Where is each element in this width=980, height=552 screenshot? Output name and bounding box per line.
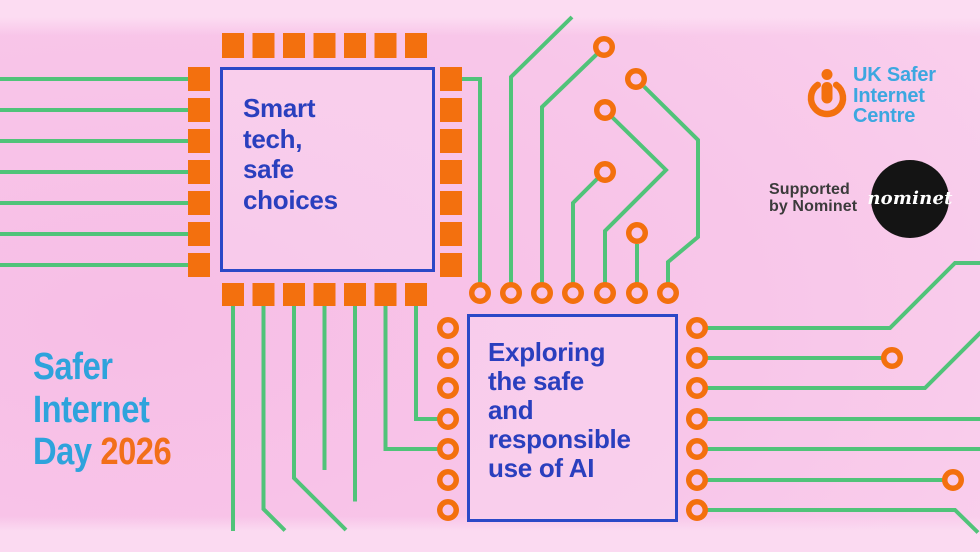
- chip-text-line: choices: [243, 184, 338, 215]
- nominet-logo: nominet: [867, 160, 952, 238]
- event-title-line1: Safer: [33, 346, 113, 388]
- chip-text-line: tech,: [243, 123, 303, 154]
- circuit-via-circles-icon: [437, 36, 964, 521]
- chip-smart-tech: Smart tech, safe choices: [220, 67, 435, 272]
- chip-ai-theme-text: Exploring the safe and responsible use o…: [470, 317, 675, 483]
- event-title-line3: Day 2026: [33, 431, 172, 474]
- uksic-logo-text: UK Safer Internet Centre: [853, 65, 936, 127]
- chip-text-line: Smart: [243, 93, 316, 123]
- event-title-day: Day: [33, 431, 92, 473]
- event-title: Safer Internet Day 2026: [33, 346, 172, 474]
- event-year: 2026: [100, 431, 172, 473]
- uksic-text-line: Internet: [853, 84, 925, 107]
- chip-ai-theme: Exploring the safe and responsible use o…: [467, 314, 678, 522]
- power-person-icon: [807, 69, 847, 118]
- chip-text-line: the safe: [488, 366, 584, 396]
- uksic-text-line: Centre: [853, 105, 916, 127]
- uksic-text-line: UK Safer: [853, 64, 936, 86]
- event-title-line2: Internet: [33, 388, 150, 431]
- chip-text-line: use of AI: [488, 453, 595, 483]
- uksic-logo: UK Safer Internet Centre: [804, 62, 980, 132]
- chip-text-line: and: [488, 395, 534, 425]
- chip-text-line: responsible: [488, 424, 631, 454]
- chip-smart-tech-text: Smart tech, safe choices: [223, 70, 432, 215]
- chip-text-line: safe: [243, 154, 294, 184]
- supported-by-line: Supported: [769, 181, 850, 198]
- supported-by-line: by Nominet: [769, 197, 858, 215]
- chip-text-line: Exploring: [488, 337, 606, 367]
- chip1-pins-icon: [188, 33, 462, 306]
- supported-by-text: Supported by Nominet: [769, 181, 858, 215]
- nominet-wordmark: nominet: [867, 187, 953, 209]
- circuit-traces-icon: [0, 15, 980, 534]
